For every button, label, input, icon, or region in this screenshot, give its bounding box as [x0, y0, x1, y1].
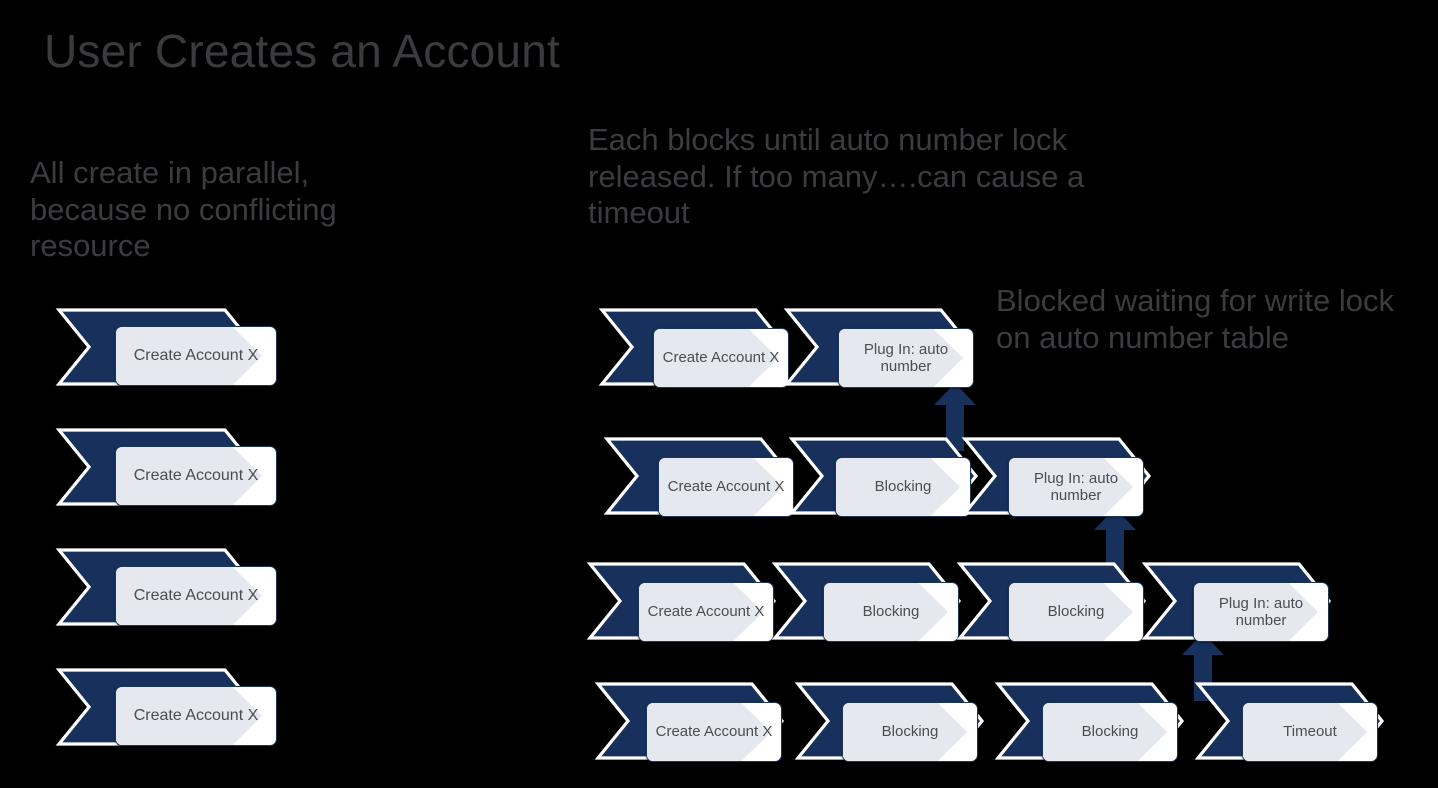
chevron-ghost-icon — [1009, 583, 1134, 641]
chevron-ghost-icon — [1043, 703, 1168, 761]
note-middle-blocking: Each blocks until auto number lock relea… — [588, 122, 1085, 231]
chevron-ghost-icon — [116, 447, 263, 505]
chevron-ghost-icon — [116, 687, 263, 745]
right-r3-step-2[interactable]: Blocking — [771, 562, 973, 642]
left-step-4-label: Create Account X — [133, 706, 259, 724]
right-r3-step-3-label: Blocking — [1047, 603, 1105, 621]
right-r4-step-4-box[interactable]: Timeout — [1242, 702, 1378, 762]
right-r4-step-3[interactable]: Blocking — [994, 682, 1196, 762]
chevron-ghost-icon — [1243, 703, 1368, 761]
left-step-4-box[interactable]: Create Account X — [115, 686, 277, 746]
right-r2-step-3-label: Plug In: auto number — [1033, 469, 1119, 504]
right-r1-step-2[interactable]: Plug In: auto number — [783, 308, 985, 388]
right-r3-step-4-label: Plug In: auto number — [1218, 594, 1304, 629]
chevron-ghost-icon — [1009, 458, 1134, 516]
right-r3-step-2-box[interactable]: Blocking — [823, 582, 959, 642]
right-r2-step-1-label: Create Account X — [667, 478, 785, 496]
right-r1-step-2-label: Plug In: auto number — [863, 340, 949, 375]
right-r2-step-1[interactable]: Create Account X — [603, 437, 805, 517]
right-r2-step-2[interactable]: Blocking — [788, 437, 990, 517]
chevron-ghost-icon — [843, 703, 968, 761]
left-step-2-label: Create Account X — [133, 466, 259, 484]
chevron-ghost-icon — [116, 567, 263, 625]
right-r3-step-3[interactable]: Blocking — [956, 562, 1158, 642]
right-r4-step-1-label: Create Account X — [655, 723, 773, 741]
chevron-ghost-icon — [659, 458, 784, 516]
right-r3-step-1-box[interactable]: Create Account X — [638, 582, 774, 642]
right-r3-step-4[interactable]: Plug In: auto number — [1141, 562, 1343, 642]
right-r4-step-2-label: Blocking — [881, 723, 939, 741]
chevron-ghost-icon — [639, 583, 764, 641]
right-r2-step-3-box[interactable]: Plug In: auto number — [1008, 457, 1144, 517]
right-r4-step-4-label: Timeout — [1283, 723, 1337, 741]
right-r1-step-2-box[interactable]: Plug In: auto number — [838, 328, 974, 388]
right-r4-step-3-box[interactable]: Blocking — [1042, 702, 1178, 762]
block-arrow-row2-to-row1 — [934, 383, 976, 451]
chevron-ghost-icon — [116, 327, 263, 385]
chevron-ghost-icon — [839, 329, 964, 387]
left-step-3[interactable]: Create Account X — [55, 548, 277, 628]
chevron-ghost-icon — [836, 458, 961, 516]
left-step-4[interactable]: Create Account X — [55, 668, 277, 748]
right-r1-step-1[interactable]: Create Account X — [598, 308, 800, 388]
left-step-3-label: Create Account X — [133, 586, 259, 604]
page-title: User Creates an Account — [44, 25, 560, 77]
left-step-1-box[interactable]: Create Account X — [115, 326, 277, 386]
right-r2-step-2-box[interactable]: Blocking — [835, 457, 971, 517]
right-r4-step-3-label: Blocking — [1081, 723, 1139, 741]
right-r3-step-3-box[interactable]: Blocking — [1008, 582, 1144, 642]
chevron-ghost-icon — [824, 583, 949, 641]
right-r4-step-2[interactable]: Blocking — [794, 682, 996, 762]
note-right-lock: Blocked waiting for write lock on auto n… — [996, 283, 1394, 355]
left-step-1[interactable]: Create Account X — [55, 308, 277, 388]
right-r4-step-2-box[interactable]: Blocking — [842, 702, 978, 762]
right-r1-step-1-label: Create Account X — [662, 349, 780, 367]
right-r2-step-3[interactable]: Plug In: auto number — [961, 437, 1163, 517]
left-step-1-label: Create Account X — [133, 346, 259, 364]
chevron-ghost-icon — [1194, 583, 1319, 641]
block-arrow-row4-to-row3 — [1182, 633, 1224, 701]
block-arrow-row3-to-row2 — [1094, 508, 1136, 576]
right-r3-step-1-label: Create Account X — [647, 603, 765, 621]
right-r3-step-1[interactable]: Create Account X — [586, 562, 788, 642]
chevron-ghost-icon — [647, 703, 772, 761]
right-r4-step-1-box[interactable]: Create Account X — [646, 702, 782, 762]
right-r2-step-1-box[interactable]: Create Account X — [658, 457, 794, 517]
left-step-3-box[interactable]: Create Account X — [115, 566, 277, 626]
right-r3-step-2-label: Blocking — [862, 603, 920, 621]
right-r4-step-1[interactable]: Create Account X — [594, 682, 796, 762]
right-r4-step-4[interactable]: Timeout — [1194, 682, 1396, 762]
right-r3-step-4-box[interactable]: Plug In: auto number — [1193, 582, 1329, 642]
right-r1-step-1-box[interactable]: Create Account X — [653, 328, 789, 388]
left-step-2[interactable]: Create Account X — [55, 428, 277, 508]
note-left-parallel: All create in parallel, because no confl… — [30, 155, 337, 264]
chevron-ghost-icon — [654, 329, 779, 387]
right-r2-step-2-label: Blocking — [874, 478, 932, 496]
left-step-2-box[interactable]: Create Account X — [115, 446, 277, 506]
